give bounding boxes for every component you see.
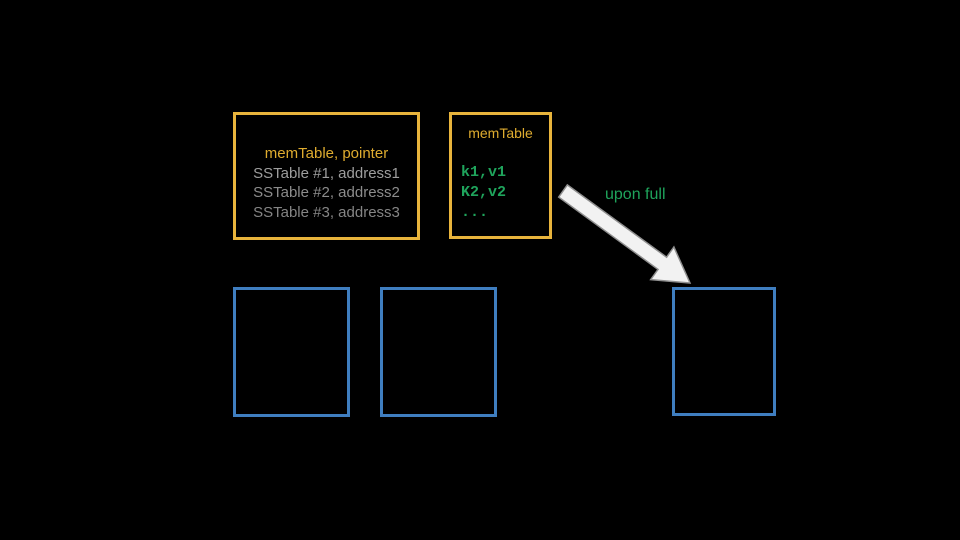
index-box-row: SSTable #2, address2 bbox=[253, 184, 400, 201]
memtable-box-title: memTable bbox=[468, 125, 533, 141]
memtable-entry: k1,v1 bbox=[461, 164, 507, 181]
upon-full-label: upon full bbox=[605, 186, 666, 203]
memtable-box: memTable k1,v1 K2,v2 ... bbox=[449, 112, 552, 239]
index-box-row: SSTable #3, address3 bbox=[253, 203, 400, 221]
sstable-index-box: memTable, pointer SSTable #1, address1 S… bbox=[233, 112, 420, 240]
sstable-box-3 bbox=[672, 287, 776, 416]
memtable-entry: ... bbox=[461, 204, 489, 221]
memtable-entry: K2,v2 bbox=[461, 184, 507, 201]
sstable-box-1 bbox=[233, 287, 350, 417]
index-box-title: memTable, pointer bbox=[264, 145, 389, 162]
index-box-row: SSTable #1, address1 bbox=[253, 164, 400, 182]
memtable-entries: k1,v1 K2,v2 ... bbox=[452, 163, 549, 223]
sstable-box-2 bbox=[380, 287, 497, 417]
